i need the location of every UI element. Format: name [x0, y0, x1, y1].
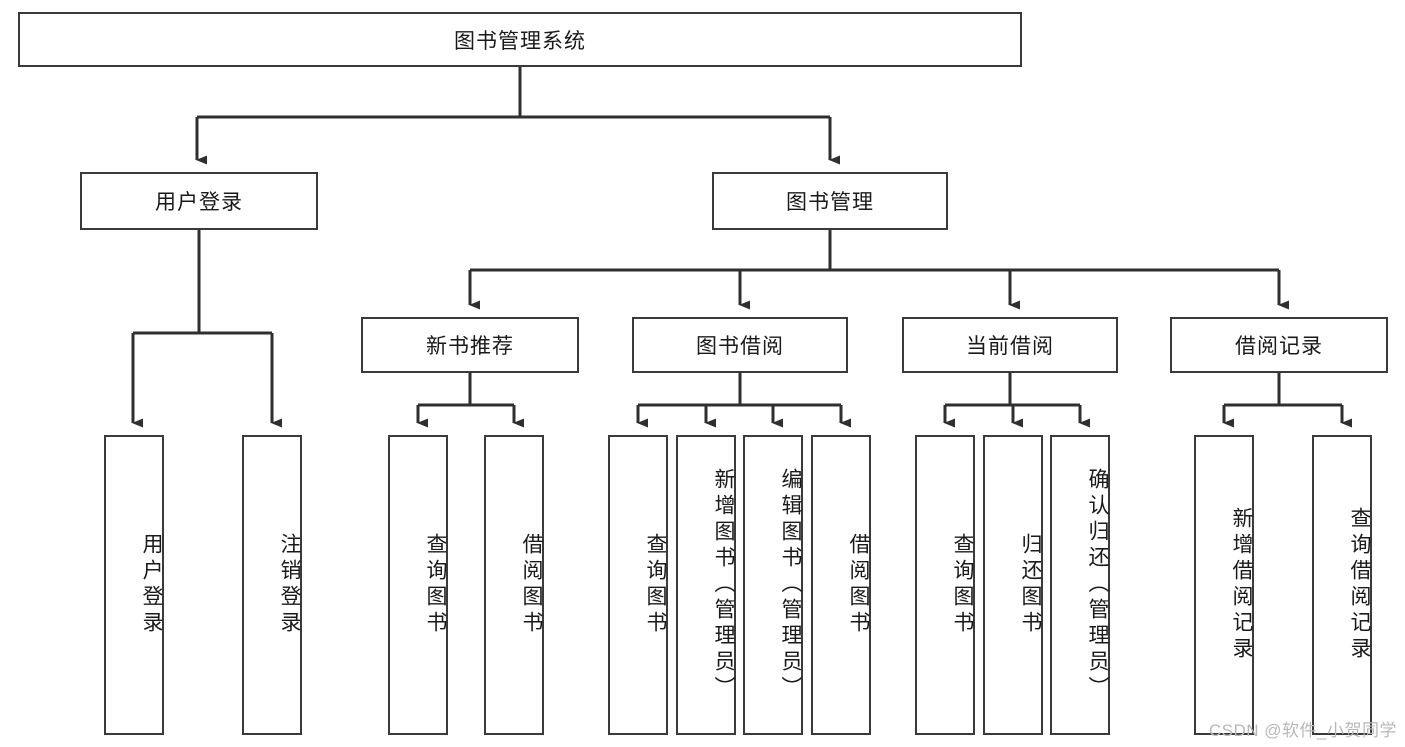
node-borrow-records-label: 借阅记录 — [1235, 335, 1323, 358]
node-book-borrow-label: 图书借阅 — [696, 335, 784, 358]
leaf-query-book-2[interactable]: 查询图书 — [608, 435, 668, 735]
node-root[interactable]: 图书管理系统 — [18, 12, 1022, 67]
node-current-borrow[interactable]: 当前借阅 — [902, 317, 1118, 373]
leaf-edit-book-label: 编辑图书（管理员） — [779, 468, 802, 702]
node-user-login-label: 用户登录 — [155, 191, 243, 214]
leaf-return-book-label: 归还图书 — [1019, 533, 1042, 637]
leaf-confirm-return[interactable]: 确认归还（管理员） — [1050, 435, 1110, 735]
leaf-logout-label: 注销登录 — [278, 533, 301, 637]
leaf-add-book[interactable]: 新增图书（管理员） — [676, 435, 736, 735]
leaf-query-book-3[interactable]: 查询图书 — [915, 435, 975, 735]
watermark: CSDN @软件_小贺同学 — [1208, 721, 1397, 740]
node-new-book-recommend-label: 新书推荐 — [426, 335, 514, 358]
node-user-login[interactable]: 用户登录 — [80, 172, 318, 230]
leaf-query-record-label: 查询借阅记录 — [1348, 507, 1371, 663]
node-book-management-label: 图书管理 — [786, 191, 874, 214]
node-book-management[interactable]: 图书管理 — [712, 172, 948, 230]
node-book-borrow[interactable]: 图书借阅 — [632, 317, 848, 373]
node-root-label: 图书管理系统 — [454, 29, 586, 53]
leaf-query-book-1[interactable]: 查询图书 — [388, 435, 448, 735]
leaf-user-login[interactable]: 用户登录 — [104, 435, 164, 735]
leaf-edit-book[interactable]: 编辑图书（管理员） — [743, 435, 803, 735]
leaf-add-record[interactable]: 新增借阅记录 — [1194, 435, 1254, 735]
leaf-add-book-label: 新增图书（管理员） — [712, 468, 735, 702]
leaf-query-book-2-label: 查询图书 — [644, 533, 667, 637]
leaf-query-book-3-label: 查询图书 — [951, 533, 974, 637]
leaf-borrow-book-1[interactable]: 借阅图书 — [484, 435, 544, 735]
node-current-borrow-label: 当前借阅 — [966, 335, 1054, 358]
leaf-borrow-book-2-label: 借阅图书 — [847, 533, 870, 637]
leaf-confirm-return-label: 确认归还（管理员） — [1086, 468, 1109, 702]
leaf-user-login-label: 用户登录 — [140, 533, 163, 637]
node-new-book-recommend[interactable]: 新书推荐 — [361, 317, 579, 373]
leaf-logout[interactable]: 注销登录 — [242, 435, 302, 735]
node-borrow-records[interactable]: 借阅记录 — [1170, 317, 1388, 373]
leaf-borrow-book-1-label: 借阅图书 — [520, 533, 543, 637]
leaf-return-book[interactable]: 归还图书 — [983, 435, 1043, 735]
leaf-add-record-label: 新增借阅记录 — [1230, 507, 1253, 663]
leaf-borrow-book-2[interactable]: 借阅图书 — [811, 435, 871, 735]
leaf-query-book-1-label: 查询图书 — [424, 533, 447, 637]
leaf-query-record[interactable]: 查询借阅记录 — [1312, 435, 1372, 735]
